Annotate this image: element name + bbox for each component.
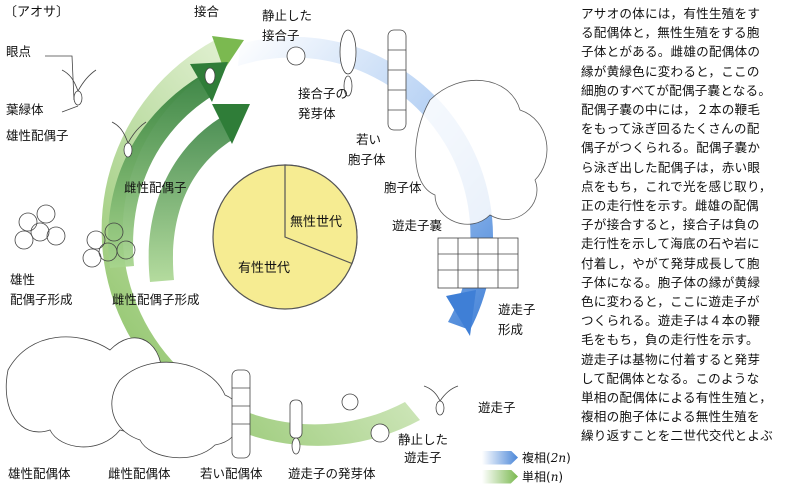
label-zygote-germling-2: 発芽体 xyxy=(298,106,336,121)
description-line: ら泳ぎ出した配偶子は，赤い眼 xyxy=(581,159,761,175)
zoosporangium-cells xyxy=(437,237,519,289)
description-line: 正の走行性を示す。雌雄の配偶 xyxy=(581,198,759,214)
gamete-band-female-head xyxy=(212,104,250,144)
legend-haploid: 単相(n) xyxy=(482,468,563,485)
figure-title: 〔アオサ〕 xyxy=(4,5,69,20)
legend-haploid-label: 単相( xyxy=(522,470,551,484)
description-line: 子体になる。胞子体の縁が黄緑 xyxy=(581,274,761,290)
pie-label-asexual: 無性世代 xyxy=(290,215,342,230)
description-line: 子が接合すると，接合子は負の xyxy=(581,217,760,233)
label-zoospore-formation-1: 遊走子 xyxy=(498,302,536,317)
label-young-gametophyte: 若い配偶体 xyxy=(200,466,263,481)
label-male-gamete: 雄性配偶子 xyxy=(6,128,69,143)
legend-swatch-diploid xyxy=(482,450,518,465)
label-resting-zygote-1: 静止した xyxy=(262,8,312,23)
zoospore-germling-illustration xyxy=(289,399,303,455)
resting-zoospore-cell-icon xyxy=(370,423,390,443)
description-line: 付着し，やがて発芽成長して胞 xyxy=(581,255,760,271)
description-line: をもって泳ぎ回るたくさんの配 xyxy=(581,121,760,137)
description-line: 複相の胞子体による無性生殖を xyxy=(581,409,760,425)
gamete-cell-cluster-female xyxy=(82,222,136,268)
young-sporophyte-illustration xyxy=(387,29,407,131)
description-line: つくられる。遊走子は４本の鞭 xyxy=(581,313,761,329)
description-line: アサオの体には，有性生殖をす xyxy=(581,6,761,21)
label-zoospore-formation-2: 形成 xyxy=(498,322,523,337)
gamete-cell-cluster-male xyxy=(14,204,66,250)
zoospore-cell-icon xyxy=(341,393,359,411)
label-resting-zoospore-1: 静止した xyxy=(398,432,448,447)
eyespot-pointer-line xyxy=(45,55,75,101)
young-gametophyte-illustration xyxy=(231,369,251,459)
description-line: 配偶子嚢の中には，２本の鞭毛 xyxy=(581,102,761,118)
description-line: 偶子がつくられる。配偶子嚢か xyxy=(581,140,761,156)
legend-diploid-label: 複相( xyxy=(522,451,551,465)
description-line: 細胞のすべてが配偶子嚢となる。 xyxy=(581,82,772,98)
label-resting-zygote-2: 接合子 xyxy=(262,28,300,43)
label-conjugation: 接合 xyxy=(194,4,220,19)
pie-label-sexual: 有性世代 xyxy=(238,261,290,276)
legend-swatch-haploid xyxy=(482,469,518,484)
label-zygote-germling-1: 接合子の xyxy=(298,86,348,101)
description-line: 点をもち，これで光を感じ取り， xyxy=(581,178,772,194)
label-sporophyte: 胞子体 xyxy=(384,180,422,195)
sporophyte-thallus xyxy=(415,79,548,225)
label-female-gamete: 雌性配偶子 xyxy=(124,180,187,195)
description-line: して配偶体となる。このような xyxy=(581,370,760,386)
label-male-gamete-formation-1: 雄性 xyxy=(10,272,35,287)
chloroplast-pointer-line xyxy=(61,105,79,113)
female-gametophyte-thallus xyxy=(111,361,242,459)
legend-haploid-close: ) xyxy=(558,469,564,484)
legend-diploid-close: ) xyxy=(566,450,571,465)
generation-pie xyxy=(212,164,358,310)
description-line: 単相の配偶体による有性生殖と， xyxy=(581,390,773,406)
label-zoospore: 遊走子 xyxy=(478,400,516,415)
resting-zygote-cell-icon xyxy=(286,46,306,66)
label-zoospore-germling: 遊走子の発芽体 xyxy=(288,466,376,481)
description-line: 縁が黄緑色に変わると，ここの xyxy=(581,63,760,79)
label-chloroplast: 葉緑体 xyxy=(6,102,44,117)
organism-illustrations xyxy=(5,29,548,459)
label-male-gametophyte: 雄性配偶体 xyxy=(8,466,71,481)
label-young-sporophyte-2: 胞子体 xyxy=(348,152,386,167)
life-cycle-diagram: 〔アオサ〕 眼点 葉緑体 雄性配偶子 雌性配偶子 雄性 配偶子形成 雌性配偶子形… xyxy=(4,4,548,481)
label-male-gamete-formation-2: 配偶子形成 xyxy=(10,292,73,307)
description-line: る配偶体と，無性生殖をする胞 xyxy=(581,25,760,41)
diploid-arrowhead xyxy=(446,290,476,336)
description-line: 走行性を示して海底の石や岩に xyxy=(581,236,760,252)
legend-diploid: 複相(2n) xyxy=(482,449,571,466)
description-line: 遊走子は基物に付着すると発芽 xyxy=(581,351,761,367)
legend-diploid-symbol: 2n xyxy=(550,450,567,465)
pie-asexual-slice xyxy=(284,164,358,265)
description-line: 子体とがある。雌雄の配偶体の xyxy=(581,44,761,60)
gamete-cells-with-flagella xyxy=(61,67,459,416)
label-female-gamete-formation: 雌性配偶子形成 xyxy=(112,292,200,307)
label-young-sporophyte-1: 若い xyxy=(356,132,381,147)
zygote-germling-illustration xyxy=(339,29,357,97)
description-line: 色に変わると，ここに遊走子が xyxy=(581,294,760,310)
description-text: アサオの体には，有性生殖をする配偶体と，無性生殖をする胞子体とがある。雌雄の配偶… xyxy=(581,4,801,446)
gamete-band-female xyxy=(148,118,232,282)
description-line: 繰り返すことを二世代交代とよぶ xyxy=(581,428,773,444)
label-resting-zoospore-2: 遊走子 xyxy=(404,450,442,465)
label-zoosporangium: 遊走子嚢 xyxy=(392,218,443,233)
label-eyespot: 眼点 xyxy=(6,44,31,59)
description-line: 毛をもち，負の走行性を示す。 xyxy=(581,332,759,348)
gamete-band-male xyxy=(108,76,212,268)
legend-haploid-symbol: n xyxy=(550,469,559,484)
haploid-arrowhead xyxy=(212,36,244,70)
label-female-gametophyte: 雌性配偶体 xyxy=(108,466,171,481)
